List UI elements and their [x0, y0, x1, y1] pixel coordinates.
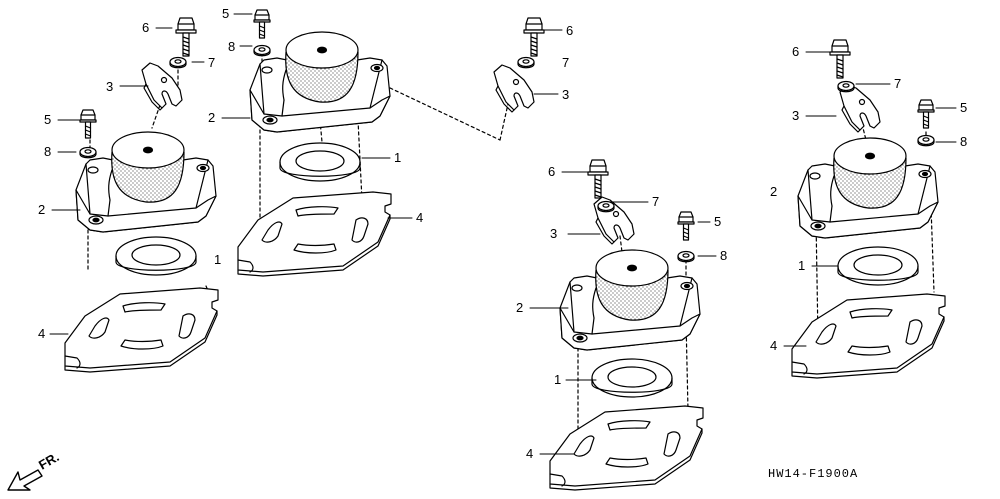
callout-d2: 2 [516, 300, 524, 315]
callout-c6: 6 [566, 23, 574, 38]
callout-a1: 1 [214, 252, 222, 267]
front-direction-arrow-icon: FR. [7, 449, 62, 491]
callout-d1: 1 [554, 372, 562, 387]
callout-e2: 2 [770, 184, 778, 199]
callout-e3: 3 [792, 108, 800, 123]
front-direction-label: FR. [36, 449, 62, 472]
callout-b1: 1 [394, 150, 402, 165]
callout-a8: 8 [44, 144, 52, 159]
callout-a6: 6 [142, 20, 150, 35]
callout-e8: 8 [960, 134, 968, 149]
callout-d3: 3 [550, 226, 558, 241]
callout-b5: 5 [222, 6, 230, 21]
callout-a4: 4 [38, 326, 46, 341]
callout-a3: 3 [106, 79, 114, 94]
callout-a2: 2 [38, 202, 46, 217]
callout-d5: 5 [714, 214, 722, 229]
callout-d6: 6 [548, 164, 556, 179]
callout-e4: 4 [770, 338, 778, 353]
leader-lines [49, 13, 957, 455]
callout-b2: 2 [208, 110, 216, 125]
callout-e6: 6 [792, 44, 800, 59]
callout-d4: 4 [526, 446, 534, 461]
callout-a7: 7 [208, 55, 216, 70]
callout-e5: 5 [960, 100, 968, 115]
callout-e1: 1 [798, 258, 806, 273]
callout-d7: 7 [652, 194, 660, 209]
callout-b8: 8 [228, 39, 236, 54]
callout-d8: 8 [720, 248, 728, 263]
callout-b4: 4 [416, 210, 424, 225]
callout-c3: 3 [562, 87, 570, 102]
diagram-reference-code: HW14-F1900A [768, 467, 859, 481]
callout-c7: 7 [562, 55, 570, 70]
callout-a5: 5 [44, 112, 52, 127]
callout-e7: 7 [894, 76, 902, 91]
